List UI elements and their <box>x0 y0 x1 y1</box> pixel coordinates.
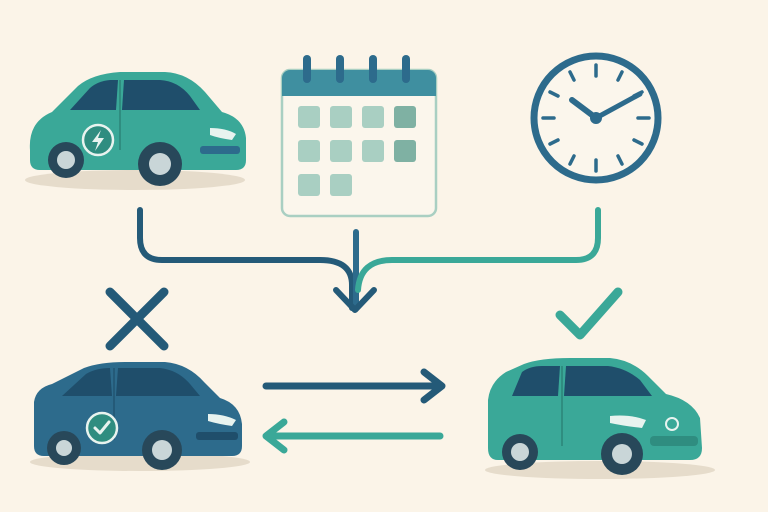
two-way-arrows-icon <box>262 368 446 454</box>
car-with-check-badge-icon <box>30 362 250 471</box>
ev-car-charging-icon <box>25 72 246 190</box>
check-icon <box>555 287 623 340</box>
calendar-icon <box>280 55 438 218</box>
cross-icon <box>105 287 169 351</box>
clock-icon <box>530 52 662 184</box>
clock-minute-hand <box>593 91 643 121</box>
hatchback-car-icon <box>485 358 715 479</box>
merge-arrow-down-icon <box>137 207 601 313</box>
